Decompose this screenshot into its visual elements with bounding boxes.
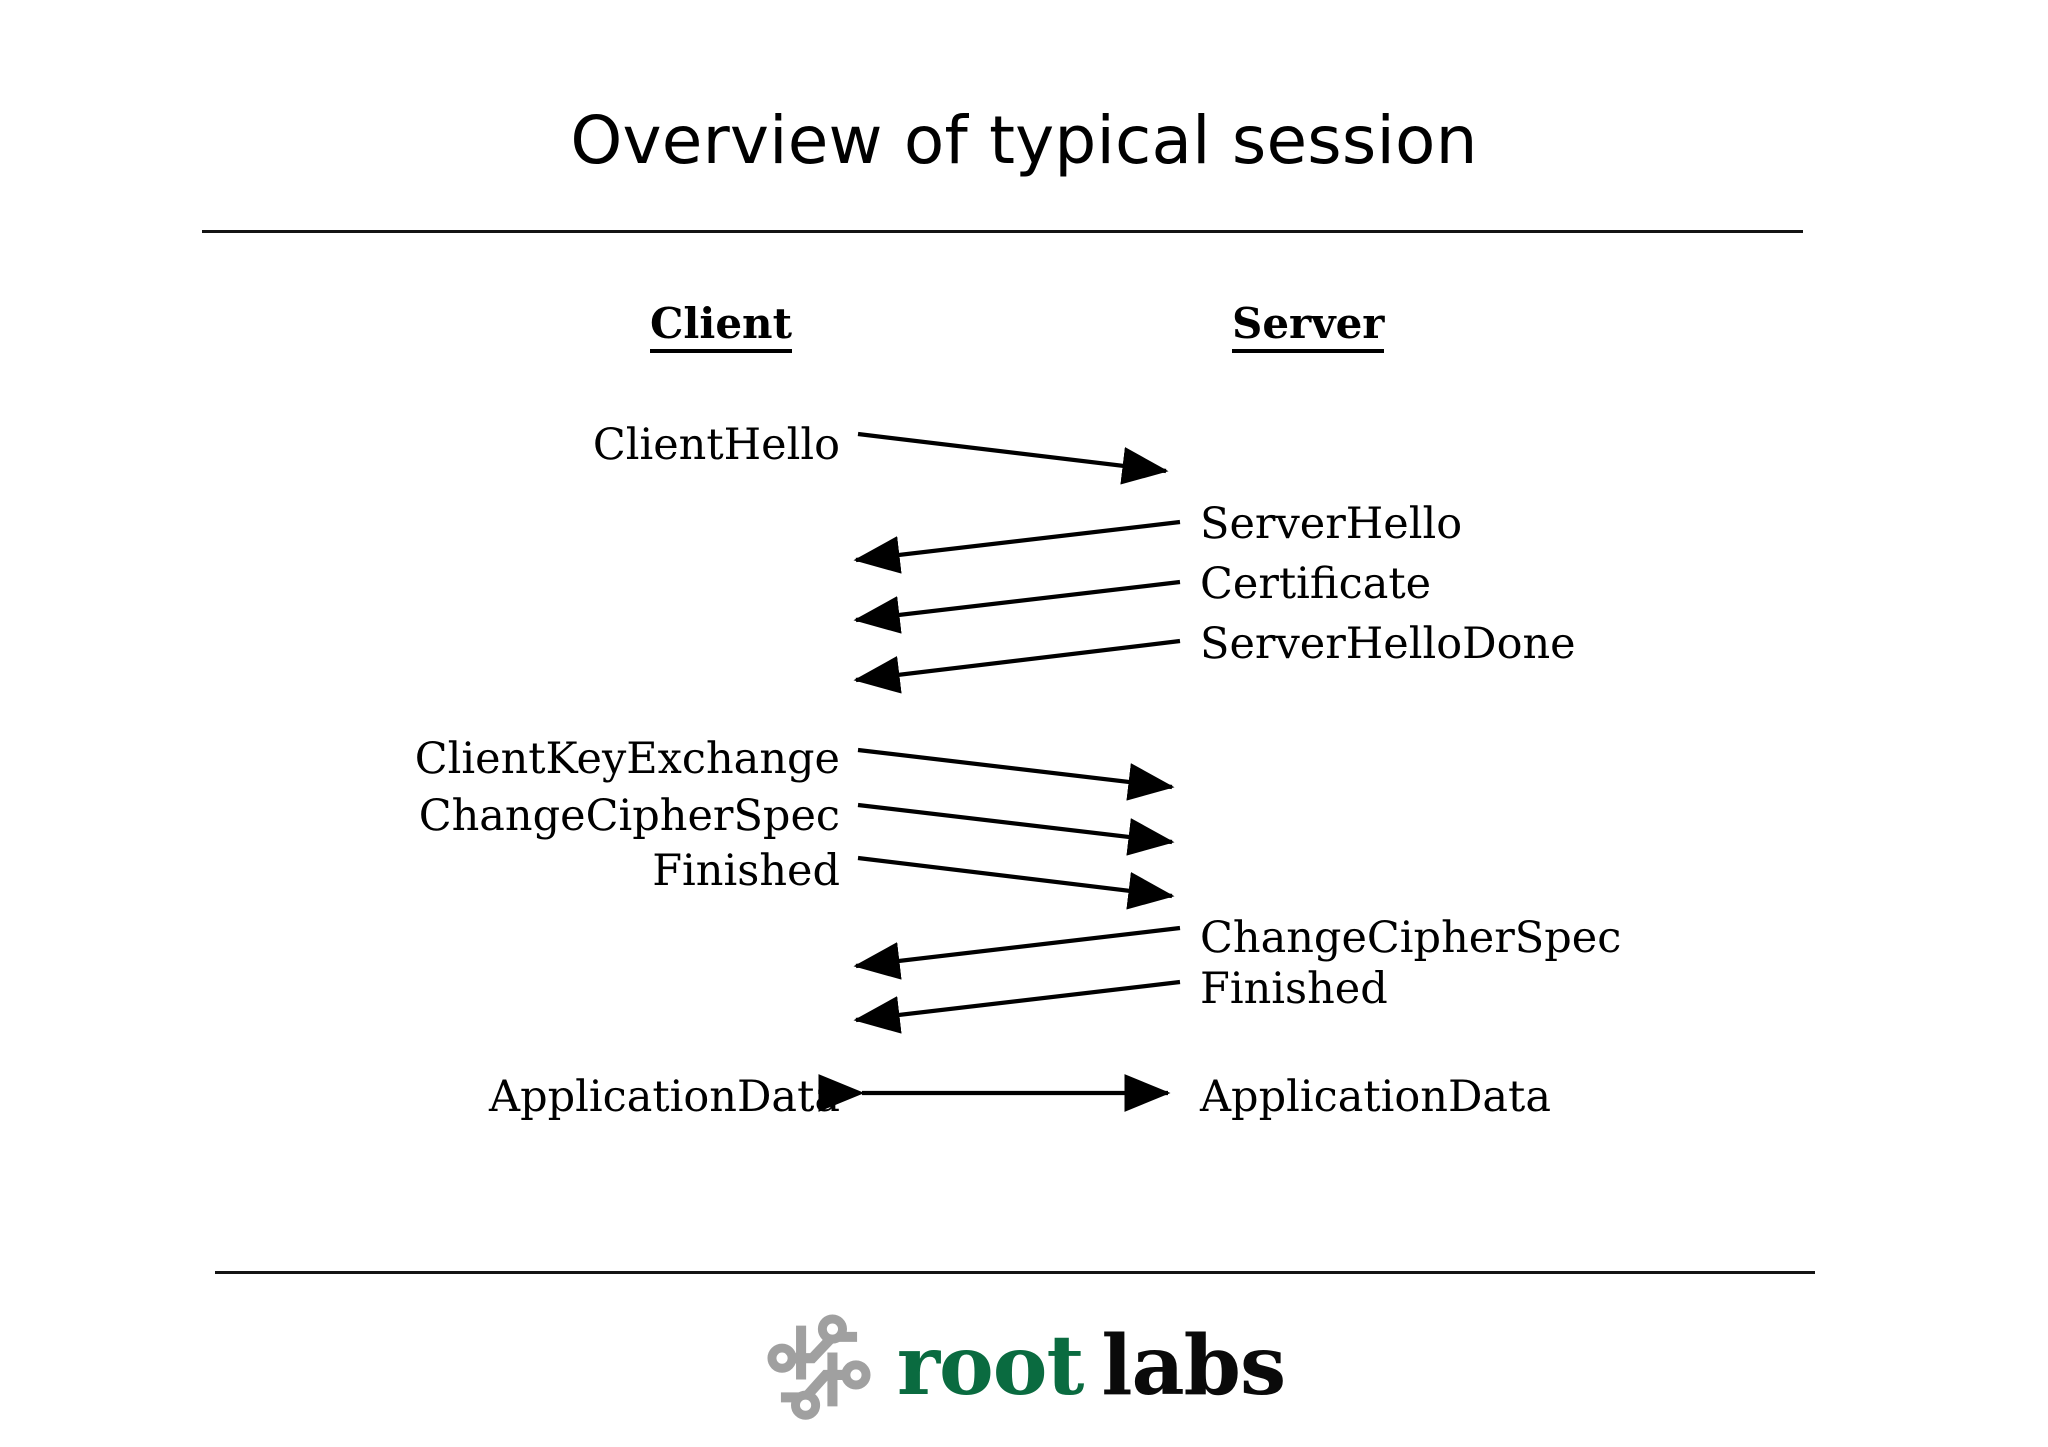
header-divider bbox=[202, 230, 1803, 233]
circuit-node-logo-icon bbox=[767, 1314, 871, 1420]
arrow-finished-client bbox=[857, 855, 1175, 910]
column-header-server: Server bbox=[1232, 303, 1385, 353]
message-label-certificate: Certificate bbox=[1200, 559, 1432, 609]
arrow-server-hello-done bbox=[853, 638, 1181, 694]
column-header-client: Client bbox=[650, 303, 792, 353]
message-label-change-cipher-spec-client: ChangeCipherSpec bbox=[418, 791, 840, 841]
arrow-change-cipher-spec-client bbox=[857, 802, 1175, 856]
message-label-client-key-exchange: ClientKeyExchange bbox=[414, 734, 840, 784]
logo-word-root: root bbox=[896, 1318, 1084, 1414]
message-label-finished-client: Finished bbox=[652, 846, 840, 896]
page-title: Overview of typical session bbox=[570, 102, 1478, 179]
arrow-client-hello bbox=[857, 431, 1169, 485]
message-label-change-cipher-spec-server: ChangeCipherSpec bbox=[1200, 913, 1622, 963]
footer-divider bbox=[215, 1271, 1815, 1274]
message-label-client-hello: ClientHello bbox=[592, 420, 840, 470]
message-label-finished-server: Finished bbox=[1200, 964, 1388, 1014]
message-label-application-data-client: ApplicationData bbox=[489, 1072, 840, 1122]
message-label-server-hello: ServerHello bbox=[1200, 499, 1463, 549]
message-label-application-data-server: ApplicationData bbox=[1200, 1072, 1551, 1122]
arrow-certificate bbox=[853, 579, 1181, 634]
logo-word-labs: labs bbox=[1101, 1318, 1286, 1414]
arrow-client-key-exchange bbox=[857, 747, 1175, 801]
arrow-change-cipher-spec-server bbox=[853, 925, 1181, 980]
message-label-server-hello-done: ServerHelloDone bbox=[1200, 619, 1576, 669]
arrow-finished-server bbox=[853, 979, 1181, 1034]
arrow-server-hello bbox=[853, 519, 1181, 574]
